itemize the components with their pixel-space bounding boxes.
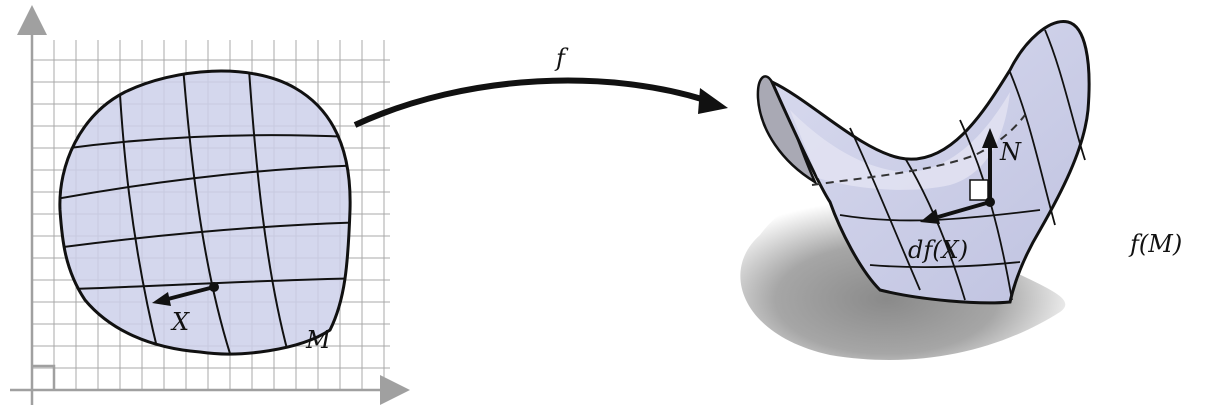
- curve-vertical-3: [247, 71, 291, 354]
- region-m-fill: [59, 71, 351, 354]
- surface-hidden-curve: [811, 114, 1026, 186]
- curve-horizontal-3: [59, 221, 351, 251]
- region-m-boundary: [58, 69, 352, 356]
- pushforward-vector-dfx: [920, 197, 995, 224]
- label-x: X: [170, 308, 190, 336]
- label-df-x: df(X): [908, 236, 968, 264]
- surface-curve-1: [849, 127, 921, 291]
- right-angle-marker: [32, 364, 56, 390]
- surface-curve-7: [869, 261, 1021, 269]
- curve-horizontal-2: [59, 164, 351, 203]
- label-m: M: [305, 326, 332, 354]
- label-f: f: [554, 44, 569, 72]
- surface-curve-4: [1009, 71, 1056, 226]
- label-f-of-m: f(M): [1128, 230, 1182, 258]
- curve-vertical-2: [181, 71, 233, 354]
- surface-coordinate-curves: [839, 29, 1086, 301]
- tangent-vector-x: [152, 282, 219, 306]
- surface-inner-fold: [790, 92, 1010, 190]
- surface-curve-2: [904, 157, 966, 301]
- label-n: N: [999, 138, 1022, 166]
- map-arrow-f: [353, 77, 728, 128]
- normal-vector-n: [969, 128, 998, 202]
- surface-body: [768, 20, 1091, 305]
- surface-curve-5: [1044, 29, 1086, 161]
